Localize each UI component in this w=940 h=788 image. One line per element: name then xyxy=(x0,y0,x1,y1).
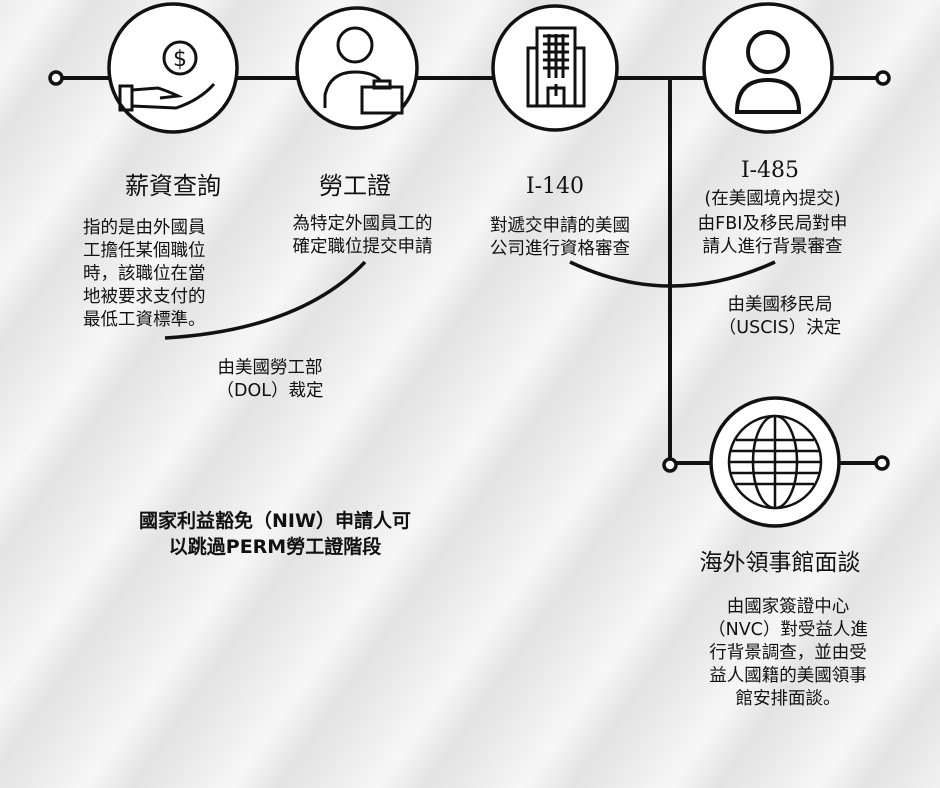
note-line: 以跳過PERM勞工證階段 xyxy=(168,536,382,558)
desc-line: 由國家簽證中心 xyxy=(726,597,850,617)
desc-line: 請人進行背景審查 xyxy=(702,237,843,257)
consulate-end-dot xyxy=(874,455,890,471)
desc-line: 對遞交申請的美國 xyxy=(490,216,630,236)
dol-bracket xyxy=(164,260,367,340)
uscis-bracket xyxy=(569,260,776,288)
desc-line: 時，該職位在當 xyxy=(83,264,206,284)
desc-line: 地被要求支付的 xyxy=(83,287,206,307)
note-niw: 國家利益豁免（NIW）申請人可 以跳過PERM勞工證階段 xyxy=(70,508,480,560)
desc-line: 益人國籍的美國領事 xyxy=(709,666,867,686)
note-line: 由美國移民局 xyxy=(727,295,833,315)
note-line: 國家利益豁免（NIW）申請人可 xyxy=(139,510,411,532)
step-subtitle-i485: (在美國境內提交) xyxy=(704,189,841,209)
step-title-i140: I-140 xyxy=(525,174,585,199)
note-line: 由美國勞工部 xyxy=(217,358,323,378)
desc-line: 由FBI及移民局對申 xyxy=(697,214,848,234)
desc-line: 為特定外國員工的 xyxy=(292,214,433,234)
step-desc-consulate: 由國家簽證中心 （NVC）對受益人進 行背景調查，並由受 益人國籍的美國領事 館… xyxy=(683,596,893,711)
step-title-labor-cert: 勞工證 xyxy=(319,172,391,200)
desc-line: 指的是由外國員 xyxy=(83,218,206,238)
desc-line: 館安排面談。 xyxy=(735,689,841,709)
desc-line: 行背景調查，並由受 xyxy=(709,643,867,663)
note-uscis: 由美國移民局 （USCIS）決定 xyxy=(690,294,870,340)
step-title-i485: I-485 xyxy=(740,158,800,183)
desc-line: 公司進行資格審查 xyxy=(490,239,630,259)
desc-line: 最低工資標準。 xyxy=(83,310,206,330)
office-building-icon xyxy=(526,26,586,108)
step-title-salary: 薪資查詢 xyxy=(125,172,221,200)
desc-line: 確定職位提交申請 xyxy=(292,237,433,257)
step-desc-labor-cert: 為特定外國員工的 確定職位提交申請 xyxy=(270,213,455,259)
hand-money-icon: $ xyxy=(118,40,216,112)
note-line: （USCIS）決定 xyxy=(718,318,842,338)
step-desc-i140: 對遞交申請的美國 公司進行資格審查 xyxy=(470,215,650,261)
desc-line: （NVC）對受益人進 xyxy=(708,620,868,640)
step-desc-salary: 指的是由外國員 工擔任某個職位 時，該職位在當 地被要求支付的 最低工資標準。 xyxy=(83,217,253,332)
note-line: （DOL）裁定 xyxy=(216,381,324,401)
step-circle xyxy=(107,2,239,134)
timeline-end-dot xyxy=(875,70,891,86)
branch-dot xyxy=(662,457,678,473)
step-circle xyxy=(702,2,834,134)
worker-briefcase-icon xyxy=(323,26,404,115)
person-icon xyxy=(734,30,802,114)
globe-icon xyxy=(727,414,823,510)
svg-text:$: $ xyxy=(173,47,187,72)
desc-line: 工擔任某個職位 xyxy=(83,241,206,261)
note-dol: 由美國勞工部 （DOL）裁定 xyxy=(190,357,350,403)
step-desc-i485: 由FBI及移民局對申 請人進行背景審查 xyxy=(680,213,865,259)
step-title-consulate: 海外領事館面談 xyxy=(699,550,861,576)
timeline-start-dot xyxy=(48,70,64,86)
